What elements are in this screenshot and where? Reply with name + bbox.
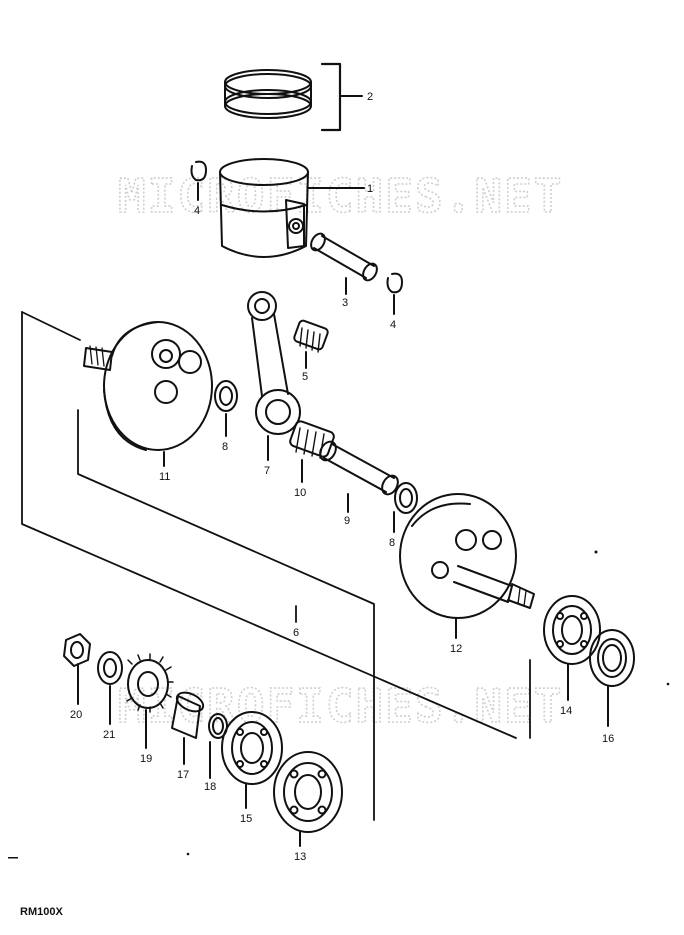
connecting-rod [247, 291, 301, 461]
callout-7: 7 [264, 465, 270, 477]
callout-19: 19 [140, 753, 152, 765]
callout-8-right: 8 [389, 537, 395, 549]
callout-9: 9 [344, 515, 350, 527]
callout-14: 14 [560, 705, 572, 717]
callout-16: 16 [602, 733, 614, 745]
callout-4-upper: 4 [194, 205, 200, 217]
small-end-bearing [293, 319, 329, 369]
model-code: RM100X [20, 906, 63, 918]
callout-4-lower: 4 [390, 319, 396, 331]
primary-drive-gear [126, 653, 174, 749]
bearing-15 [221, 711, 283, 809]
callout-3: 3 [342, 297, 348, 309]
callout-21: 21 [103, 729, 115, 741]
piston-ring-set [224, 62, 363, 132]
crankshaft-assembly-bracket [21, 311, 531, 821]
oil-seal [589, 629, 635, 727]
thrust-washer-right [393, 482, 418, 533]
scan-specks [8, 550, 670, 859]
callout-17: 17 [177, 769, 189, 781]
watermark-top: MICROFICHES.NET [118, 169, 563, 223]
watermark-bottom: MICROFICHES.NET [118, 679, 563, 733]
crankshaft-left [83, 321, 213, 467]
circlip-lower [386, 272, 403, 315]
callout-labels: 2 1 4 3 4 5 8 11 7 10 9 8 6 12 14 16 20 … [70, 91, 614, 863]
thrust-washer-left [214, 380, 238, 437]
spacer [171, 691, 205, 765]
callout-12: 12 [450, 643, 462, 655]
piston-pin [310, 232, 378, 295]
callout-13: 13 [294, 851, 306, 863]
big-end-bearing [289, 420, 335, 483]
callout-5: 5 [302, 371, 308, 383]
washer [97, 651, 123, 725]
o-ring [208, 713, 228, 779]
callout-6: 6 [293, 627, 299, 639]
callout-18: 18 [204, 781, 216, 793]
callout-11: 11 [159, 471, 170, 483]
callout-15: 15 [240, 813, 252, 825]
crankshaft-right [399, 493, 535, 639]
callout-8-left: 8 [222, 441, 228, 453]
callout-20: 20 [70, 709, 82, 721]
callout-2: 2 [367, 91, 373, 103]
bearing-14 [543, 595, 601, 701]
callout-1: 1 [367, 183, 373, 195]
bearing-13 [273, 751, 343, 847]
circlip-upper [190, 160, 207, 201]
callout-10: 10 [294, 487, 306, 499]
crank-pin [319, 440, 399, 513]
piston [219, 158, 365, 258]
nut [63, 633, 91, 705]
